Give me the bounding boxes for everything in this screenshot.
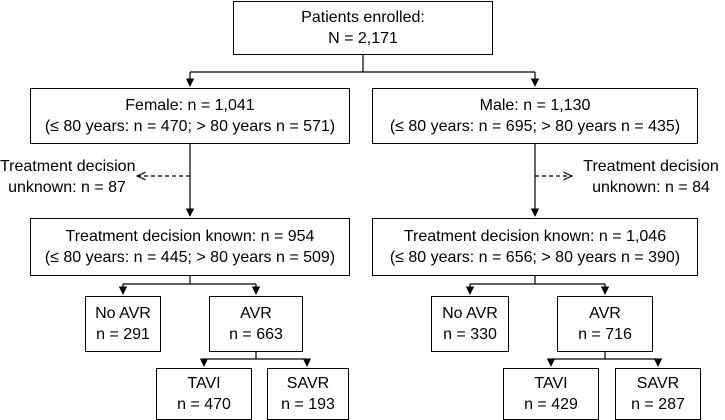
female-savr-count: n = 193	[281, 396, 335, 413]
male-no-avr-label: No AVR	[442, 305, 498, 322]
female-savr-box: SAVR n = 193	[267, 368, 349, 420]
male-box: Male: n = 1,130 (≤ 80 years: n = 695; > …	[372, 88, 698, 144]
male-known-box: Treatment decision known: n = 1,046 (≤ 8…	[372, 218, 698, 276]
enrolled-count: N = 2,171	[328, 30, 398, 47]
male-tavi-count: n = 429	[524, 396, 578, 413]
female-unknown-line2: unknown: n = 87	[8, 179, 126, 196]
female-avr-label: AVR	[240, 305, 272, 322]
male-unknown-line2: unknown: n = 84	[592, 179, 710, 196]
female-tavi-count: n = 470	[177, 396, 231, 413]
male-savr-count: n = 287	[631, 396, 685, 413]
male-age-breakdown: (≤ 80 years: n = 695; > 80 years n = 435…	[389, 118, 681, 135]
female-avr-box: AVR n = 663	[209, 296, 303, 352]
male-savr-box: SAVR n = 287	[615, 368, 701, 420]
male-savr-label: SAVR	[636, 375, 680, 392]
male-known-count: Treatment decision known: n = 1,046	[403, 228, 667, 245]
female-savr-label: SAVR	[286, 375, 330, 392]
female-box: Female: n = 1,041 (≤ 80 years: n = 470; …	[30, 88, 350, 144]
female-known-count: Treatment decision known: n = 954	[65, 228, 315, 245]
male-avr-box: AVR n = 716	[557, 296, 653, 352]
female-known-box: Treatment decision known: n = 954 (≤ 80 …	[30, 218, 350, 276]
male-avr-label: AVR	[589, 305, 621, 322]
male-tavi-box: TAVI n = 429	[503, 368, 599, 420]
male-avr-count: n = 716	[578, 326, 632, 343]
enrolled-label: Patients enrolled:	[301, 9, 425, 26]
female-no-avr-count: n = 291	[96, 326, 150, 343]
male-tavi-label: TAVI	[534, 375, 568, 392]
male-no-avr-count: n = 330	[443, 326, 497, 343]
enrolled-box: Patients enrolled: N = 2,171	[233, 1, 493, 55]
male-count: Male: n = 1,130	[479, 97, 591, 114]
female-unknown-line1: Treatment decision	[0, 158, 136, 175]
female-count: Female: n = 1,041	[125, 97, 255, 114]
female-known-age-breakdown: (≤ 80 years: n = 445; > 80 years n = 509…	[44, 249, 336, 266]
female-no-avr-label: No AVR	[95, 305, 151, 322]
female-tavi-label: TAVI	[187, 375, 221, 392]
male-unknown-line1: Treatment decision	[583, 158, 719, 175]
female-avr-count: n = 663	[229, 326, 283, 343]
female-tavi-box: TAVI n = 470	[156, 368, 252, 420]
male-known-age-breakdown: (≤ 80 years: n = 656; > 80 years n = 390…	[389, 249, 681, 266]
male-unknown-note: Treatment decision unknown: n = 84	[578, 156, 724, 198]
male-no-avr-box: No AVR n = 330	[431, 296, 509, 352]
female-no-avr-box: No AVR n = 291	[85, 296, 161, 352]
female-age-breakdown: (≤ 80 years: n = 470; > 80 years n = 571…	[44, 118, 336, 135]
female-unknown-note: Treatment decision unknown: n = 87	[0, 156, 136, 198]
